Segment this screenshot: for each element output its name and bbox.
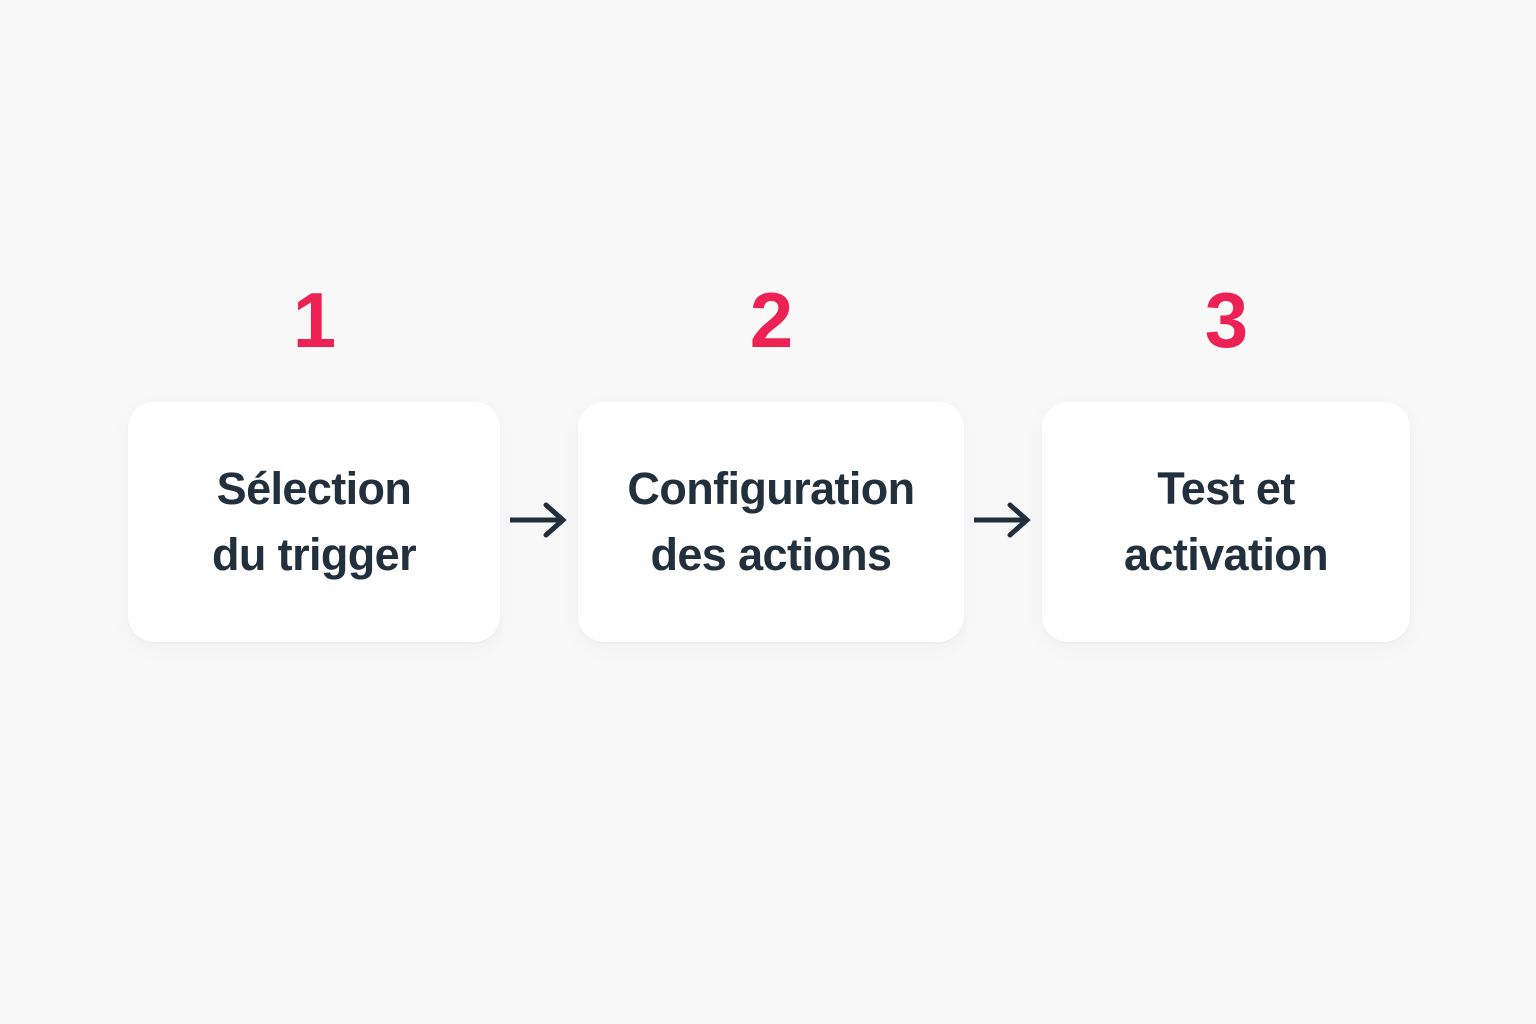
connector-1 bbox=[503, 400, 575, 640]
step-number-3: 3 bbox=[1204, 276, 1248, 364]
connector-2 bbox=[967, 400, 1039, 640]
step-card-label-1: Sélection du trigger bbox=[212, 463, 417, 580]
step-number-2: 2 bbox=[749, 276, 793, 364]
process-flow: 1 Sélection du trigger 2 Configuration d… bbox=[128, 280, 1410, 642]
step-card-3[interactable]: Test et activation bbox=[1042, 402, 1410, 642]
process-step-2: 2 Configuration des actions bbox=[578, 280, 964, 642]
step-card-2[interactable]: Configuration des actions bbox=[578, 402, 964, 642]
arrow-right-icon bbox=[508, 500, 570, 540]
step-card-1[interactable]: Sélection du trigger bbox=[128, 402, 500, 642]
process-step-3: 3 Test et activation bbox=[1042, 280, 1410, 642]
step-card-label-3: Test et activation bbox=[1123, 463, 1329, 580]
arrow-right-icon bbox=[972, 500, 1034, 540]
process-step-1: 1 Sélection du trigger bbox=[128, 280, 500, 642]
step-number-1: 1 bbox=[292, 276, 336, 364]
step-card-label-2: Configuration des actions bbox=[627, 463, 915, 580]
